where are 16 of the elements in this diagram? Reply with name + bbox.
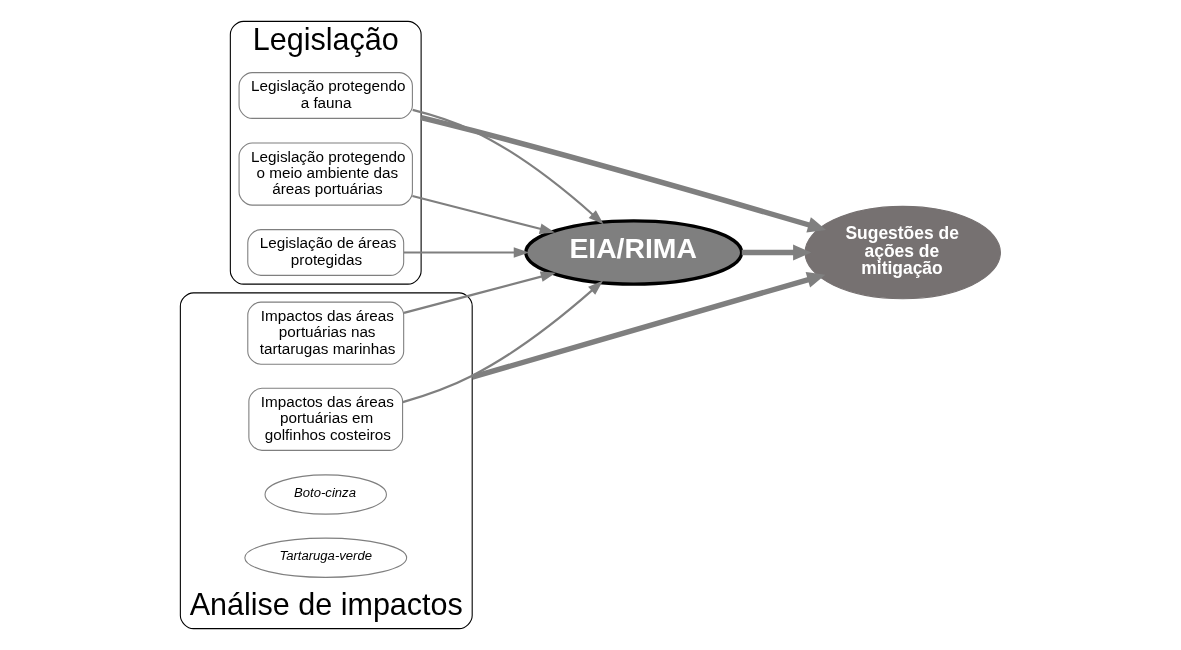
arrow (741, 244, 812, 261)
node-ellipse: Boto-cinza (264, 474, 387, 515)
arrow (412, 194, 555, 234)
arrow (404, 247, 530, 258)
node-box: Legislação de áreas protegidas (247, 229, 405, 276)
arrow (402, 280, 604, 404)
node-box: Impactos das áreas portuárias em golfinhos costeiros (248, 387, 404, 451)
node-box: Legislação protegendo a fauna (238, 72, 413, 119)
node-ellipse: Tartaruga-verde (244, 537, 408, 578)
arrow (471, 272, 826, 380)
node-ellipse: EIA/RIMA (524, 219, 744, 286)
node-box: Legislação protegendo o meio ambiente das áreas portuárias (238, 142, 413, 206)
arrow (412, 108, 604, 225)
node-box: Impactos das áreas portuárias nas tartarugas marinhas (247, 301, 405, 365)
arrow (420, 114, 827, 233)
arrow (403, 271, 556, 314)
